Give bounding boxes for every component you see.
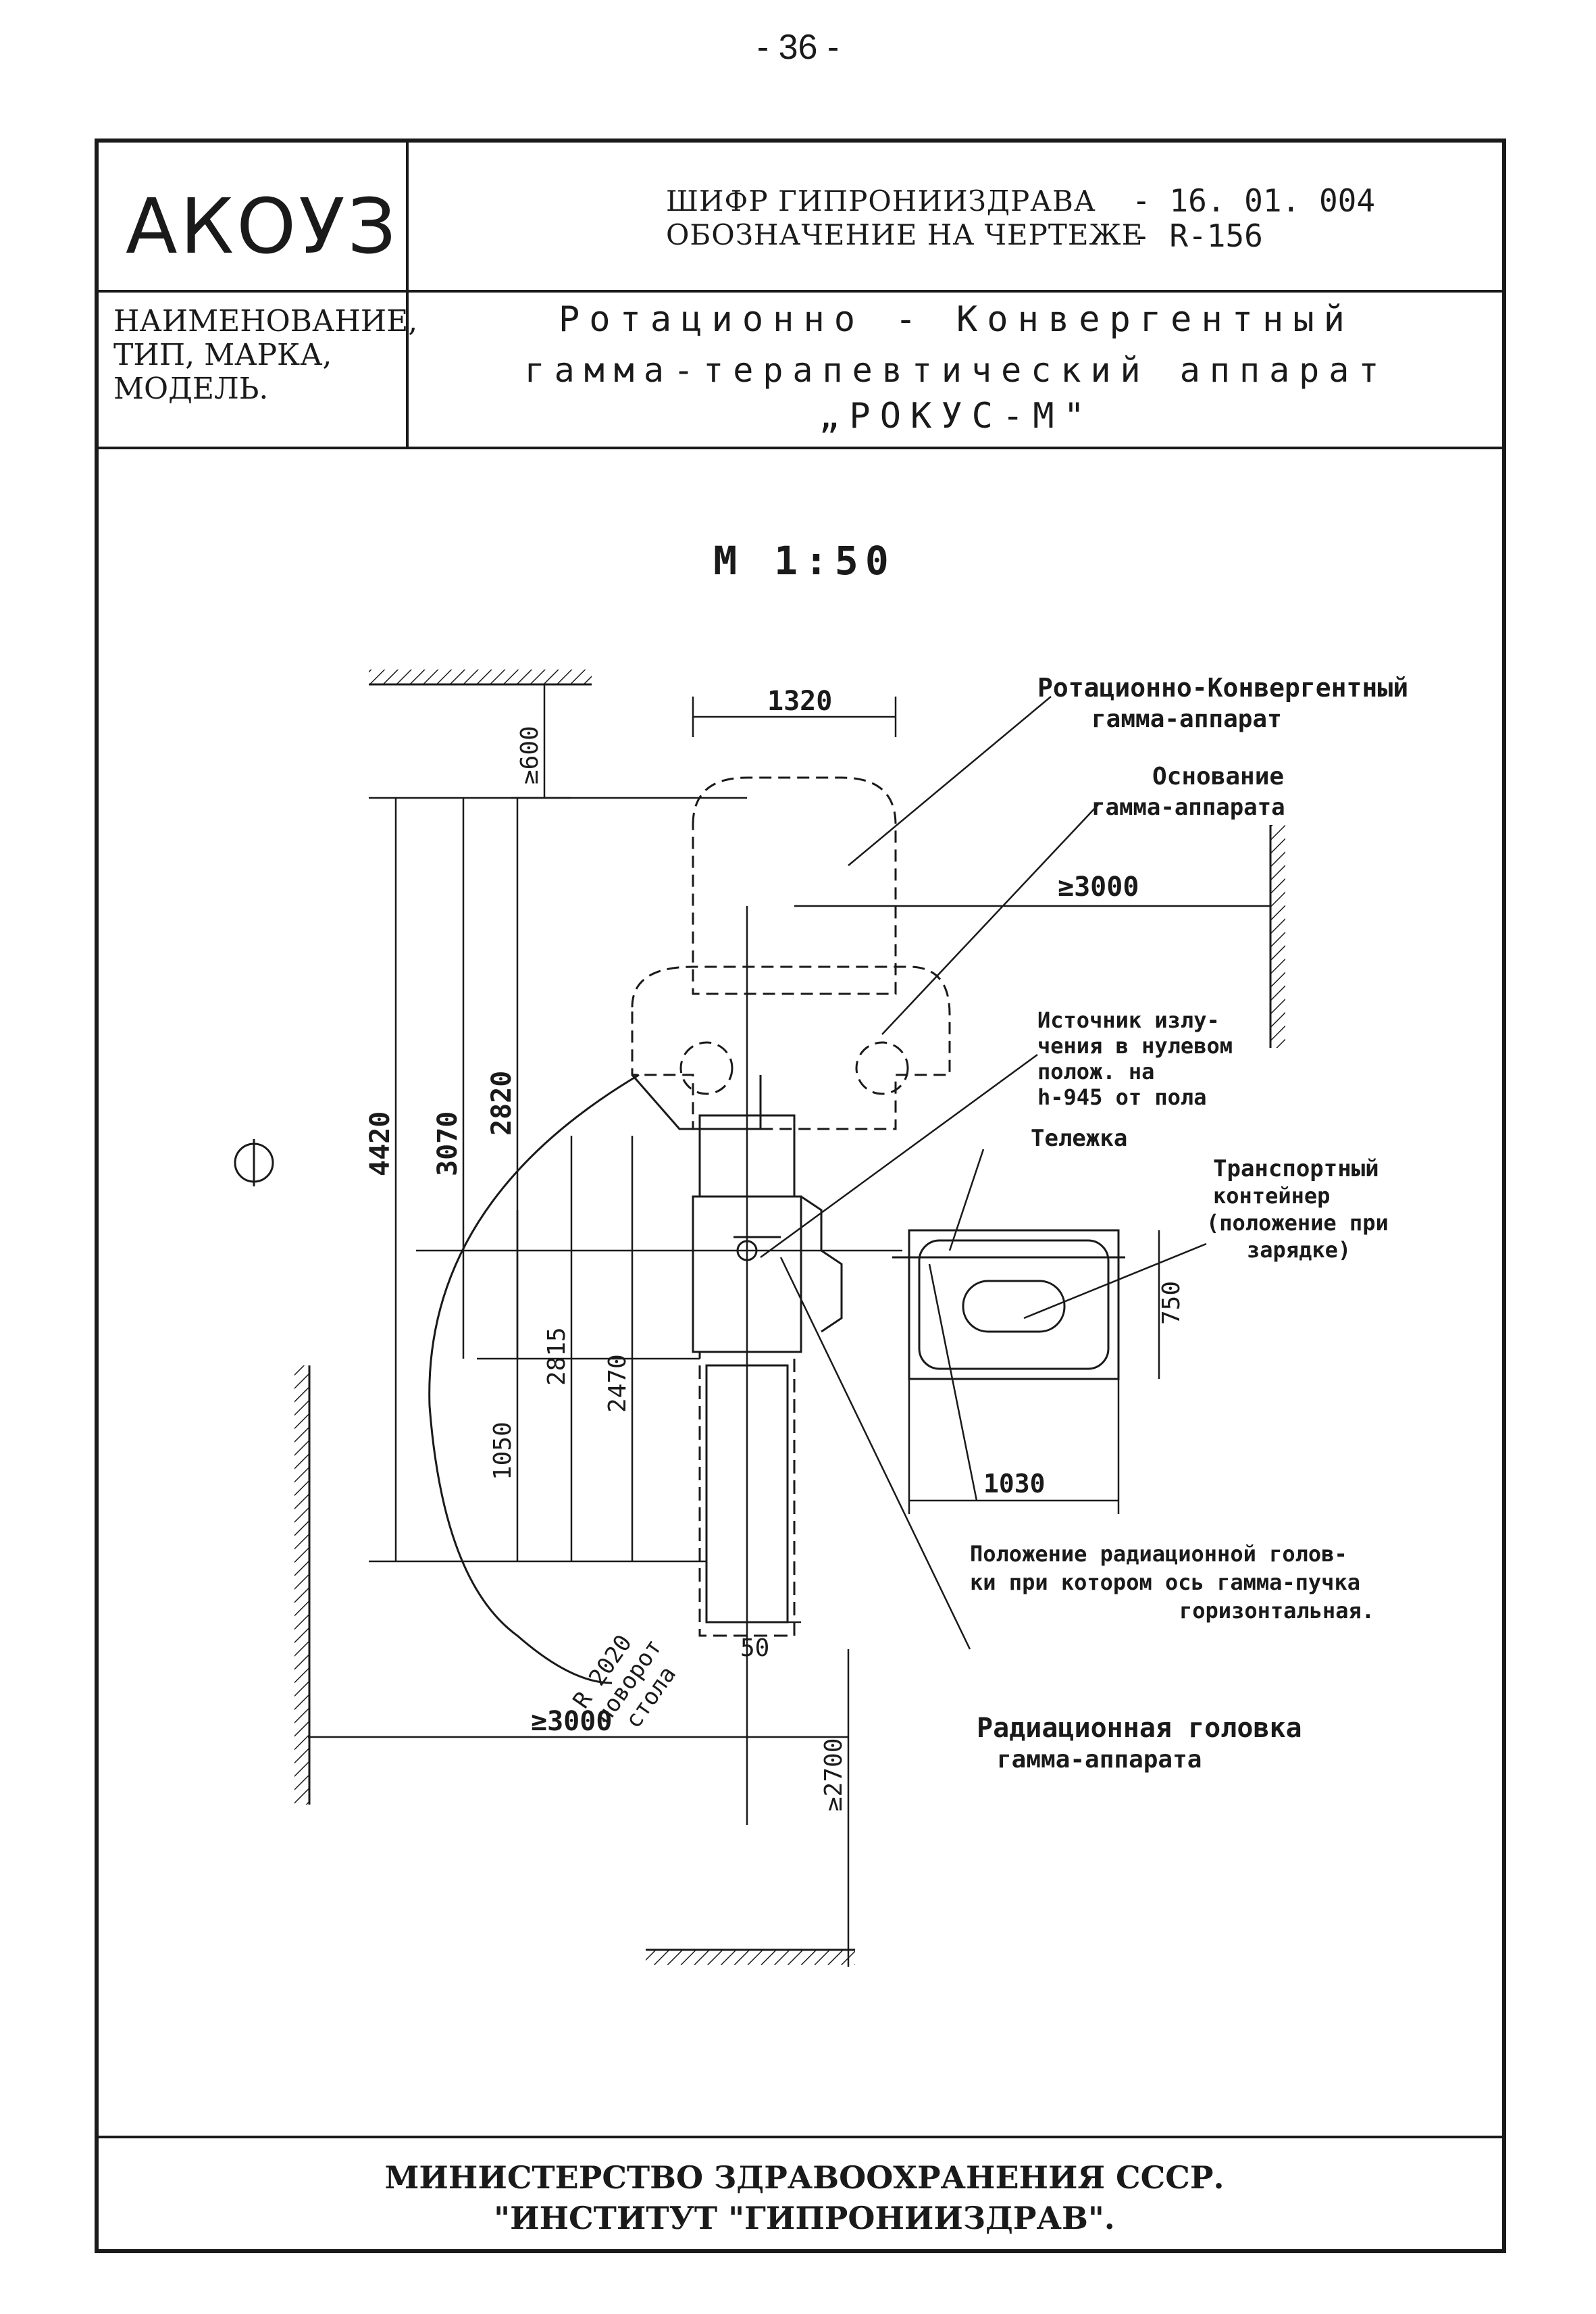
- callout-container-3: (положение при: [1206, 1210, 1389, 1236]
- callout-apparatus-2: гамма-аппарат: [1091, 705, 1282, 733]
- page-number: - 36 -: [756, 28, 840, 67]
- document-code: АКОУЗ: [126, 183, 399, 271]
- callout-base-1: Основание: [1152, 763, 1284, 790]
- designation-value: - R-156: [1132, 218, 1263, 254]
- floor-plan-drawing: 1320 ≥600 ≥3000 2820 3070 4420 1050 2815…: [234, 670, 1408, 1967]
- callout-container-1: Транспортный: [1213, 1155, 1379, 1182]
- dim-600: ≥600: [516, 726, 544, 784]
- name-label-line: МОДЕЛЬ.: [113, 372, 269, 406]
- dim-4420: 4420: [365, 1111, 396, 1176]
- callout-source-1: Источник излу-: [1037, 1007, 1220, 1033]
- callout-container-2: контейнер: [1213, 1183, 1330, 1209]
- callout-position-1: Положение радиационной голов-: [970, 1541, 1347, 1567]
- dim-2820: 2820: [486, 1071, 517, 1136]
- wall-right: [1269, 825, 1285, 1048]
- callout-position-3: горизонтальная.: [1179, 1598, 1374, 1624]
- equipment-name-line-1: Ротационно - Конвергентный: [559, 299, 1354, 340]
- callout-cart: Тележка: [1031, 1125, 1127, 1152]
- cipher-label: ШИФР ГИПРОНИИЗДРАВА: [666, 184, 1096, 218]
- header-column-divider: [406, 143, 409, 447]
- callout-base-2: гамма-аппарата: [1091, 794, 1285, 821]
- wall-bottom: [646, 1948, 855, 1965]
- equipment-name-line-2: гамма-терапевтический аппарат: [524, 351, 1389, 390]
- callout-apparatus-1: Ротационно-Конвергентный: [1037, 673, 1408, 703]
- dim-2700: ≥2700: [820, 1738, 848, 1811]
- orientation-symbol: [234, 1139, 274, 1186]
- callout-source-2: чения в нулевом: [1037, 1033, 1233, 1059]
- footer-divider: [99, 2136, 1503, 2138]
- dim-1320: 1320: [767, 686, 832, 717]
- callout-position-2: ки при котором ось гамма-пучка: [970, 1569, 1360, 1595]
- drawing-scale: М 1:50: [713, 538, 896, 584]
- treatment-table: [692, 1114, 843, 1637]
- callout-container-4: зарядке): [1247, 1237, 1351, 1263]
- dimension-lines: [308, 684, 1270, 1967]
- callout-source-3: полож. на: [1037, 1059, 1154, 1084]
- name-divider: [99, 447, 1503, 449]
- name-label-line: НАИМЕНОВАНИЕ,: [113, 304, 418, 338]
- dim-50: 50: [740, 1634, 769, 1662]
- table-rotation-arc: [428, 1074, 640, 1684]
- name-label-line: ТИП, МАРКА,: [113, 338, 332, 372]
- equipment-name-line-3: „РОКУС-М": [819, 396, 1094, 436]
- cipher-values: - 16. 01. 004 - R-156: [1132, 183, 1375, 253]
- wall-top: [369, 670, 592, 686]
- callout-source-4: h-945 от пола: [1037, 1084, 1206, 1110]
- dim-750: 750: [1158, 1281, 1185, 1325]
- transport-container: [892, 1229, 1125, 1380]
- drawing-sheet: АКОУЗ ШИФР ГИПРОНИИЗДРАВА ОБОЗНАЧЕНИЕ НА…: [95, 139, 1506, 2253]
- callout-head-2: гамма-аппарата: [997, 1746, 1202, 1774]
- dim-1050: 1050: [489, 1422, 517, 1480]
- footer-institute: "ИНСТИТУТ "ГИПРОНИИЗДРАВ".: [494, 2200, 1115, 2236]
- dim-2470: 2470: [604, 1354, 632, 1413]
- dim-3070: 3070: [432, 1111, 463, 1176]
- dim-3000-bottom: ≥3000: [531, 1706, 612, 1737]
- dim-2815: 2815: [543, 1327, 571, 1386]
- dim-1030: 1030: [983, 1469, 1046, 1499]
- wall-left: [294, 1365, 311, 1805]
- gamma-apparatus-outline: [631, 776, 951, 1130]
- name-label: НАИМЕНОВАНИЕ, ТИП, МАРКА, МОДЕЛЬ.: [113, 305, 417, 406]
- footer-ministry: МИНИСТЕРСТВО ЗДРАВООХРАНЕНИЯ СССР.: [384, 2159, 1225, 2196]
- dim-3000-top: ≥3000: [1058, 872, 1139, 903]
- cipher-labels: ШИФР ГИПРОНИИЗДРАВА ОБОЗНАЧЕНИЕ НА ЧЕРТЕ…: [666, 184, 1143, 252]
- designation-label: ОБОЗНАЧЕНИЕ НА ЧЕРТЕЖЕ: [666, 218, 1143, 251]
- base-wedge: [631, 1074, 762, 1130]
- header-divider: [99, 290, 1503, 293]
- leader-lines: [760, 696, 1207, 1650]
- callout-head-1: Радиационная головка: [977, 1713, 1302, 1744]
- cipher-value: - 16. 01. 004: [1132, 182, 1376, 219]
